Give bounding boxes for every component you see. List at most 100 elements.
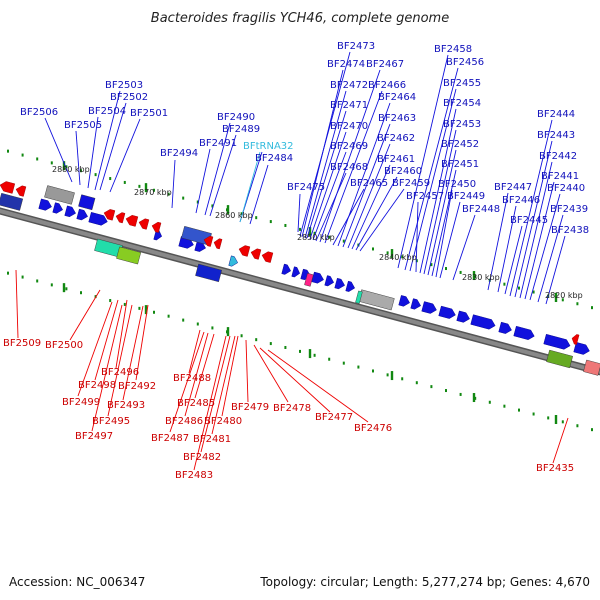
forward-gene — [421, 301, 437, 314]
leader-line-forward — [509, 119, 553, 297]
tick-dot — [386, 251, 389, 255]
label-bf2485: BF2485 — [177, 398, 215, 409]
kbp-label-2820: 2820 kbp — [545, 291, 583, 300]
tick-major — [472, 271, 476, 281]
leader-line-reverse — [200, 335, 231, 453]
tick-dot — [474, 396, 477, 400]
label-bf2484: BF2484 — [255, 153, 293, 164]
tick-dot — [430, 385, 433, 389]
tick-dot — [372, 247, 374, 251]
label-bf2454: BF2454 — [443, 98, 481, 109]
tick-dot — [153, 188, 155, 192]
tick-dot — [182, 196, 185, 200]
tick-dot — [94, 173, 97, 177]
tick-major — [390, 371, 394, 381]
label-bf2489: BF2489 — [222, 124, 260, 135]
tick-dot — [401, 255, 404, 259]
kbp-label-2840: 2840 kbp — [379, 253, 417, 262]
forward-block — [78, 194, 96, 211]
leader-line-reverse — [77, 301, 113, 397]
label-bf2488: BF2488 — [173, 373, 211, 384]
tick-dot — [518, 408, 520, 412]
tick-dot — [50, 283, 53, 287]
label-bf2450: BF2450 — [438, 179, 476, 190]
forward-gene — [334, 277, 345, 290]
tick-dot — [153, 310, 155, 314]
tick-dot — [576, 424, 579, 428]
leader-line-forward — [209, 134, 237, 217]
label-bf2492: BF2492 — [118, 381, 156, 392]
reverse-gene — [250, 248, 262, 260]
label-bf2473: BF2473 — [337, 41, 375, 52]
forward-gene — [470, 314, 496, 330]
forward-gene — [291, 266, 301, 278]
label-bf2469: BF2469 — [330, 141, 368, 152]
leader-line-forward — [514, 140, 553, 298]
forward-gene — [438, 305, 456, 319]
label-bf2478: BF2478 — [273, 403, 311, 414]
tick-major — [554, 293, 558, 303]
leader-line-forward — [249, 164, 269, 225]
tick-dot — [50, 161, 53, 165]
teal-feature — [355, 290, 363, 304]
label-bf2474: BF2474 — [327, 59, 365, 70]
tick-dot — [284, 223, 287, 227]
reverse-gene-labels: BF2509 BF2500 BF2496 BF2498 BF2492 BF249… — [3, 338, 574, 481]
label-bf2462: BF2462 — [377, 133, 415, 144]
tick-dot — [313, 353, 316, 357]
label-bf2468: BF2468 — [330, 162, 368, 173]
tick-major — [554, 415, 558, 425]
label-bf2459: BF2459 — [392, 178, 430, 189]
tick-dot — [196, 322, 199, 326]
label-bf2456: BF2456 — [446, 57, 484, 68]
leader-line-reverse — [135, 304, 149, 381]
tick-dot — [518, 286, 520, 290]
reverse-gene — [15, 185, 27, 197]
leader-line-forward — [342, 123, 391, 248]
leader-line-reverse — [91, 304, 123, 432]
forward-gene — [76, 208, 88, 221]
tick-dot — [415, 381, 418, 385]
label-bf2442: BF2442 — [539, 151, 577, 162]
label-bf2476: BF2476 — [354, 423, 392, 434]
tick-dot — [65, 165, 68, 169]
tick-dot — [532, 412, 535, 416]
tick-dot — [445, 389, 447, 393]
label-bf2452: BF2452 — [441, 139, 479, 150]
tick-dot — [503, 282, 506, 286]
tick-dot — [357, 365, 360, 369]
leader-line-reverse — [267, 349, 369, 423]
tick-dot — [576, 302, 579, 306]
leader-line-reverse — [169, 331, 205, 433]
label-bf2480: BF2480 — [204, 416, 242, 427]
tick-dot — [561, 420, 564, 424]
tick-major — [62, 161, 66, 171]
leader-line-forward — [497, 205, 517, 293]
reverse-gene — [571, 334, 580, 345]
leader-line-reverse — [253, 344, 289, 403]
reverse-gene — [125, 215, 139, 227]
label-bf2497: BF2497 — [75, 431, 113, 442]
leader-line-forward — [171, 159, 176, 209]
leader-line-reverse — [15, 269, 19, 339]
leader-line-forward — [359, 188, 405, 252]
label-bf2444: BF2444 — [537, 109, 575, 120]
label-bf2463: BF2463 — [378, 113, 416, 124]
tick-major — [390, 249, 394, 259]
label-bf2461: BF2461 — [377, 154, 415, 165]
leader-line-reverse — [115, 299, 128, 369]
leader-line-forward — [529, 193, 561, 301]
leader-line-reverse — [194, 333, 215, 399]
tick-dot — [299, 227, 301, 231]
pink-feature — [583, 359, 600, 376]
leader-line-forward — [44, 117, 73, 183]
leader-line-reverse — [259, 347, 331, 413]
kbp-label-2880: 2880 kbp — [52, 165, 90, 174]
label-bf2487: BF2487 — [151, 433, 189, 444]
label-bf2457: BF2457 — [406, 191, 444, 202]
label-bf2498: BF2498 — [78, 380, 116, 391]
label-bf2486: BF2486 — [165, 416, 203, 427]
label-bf2505: BF2505 — [64, 120, 102, 131]
leader-line-forward — [297, 193, 301, 233]
